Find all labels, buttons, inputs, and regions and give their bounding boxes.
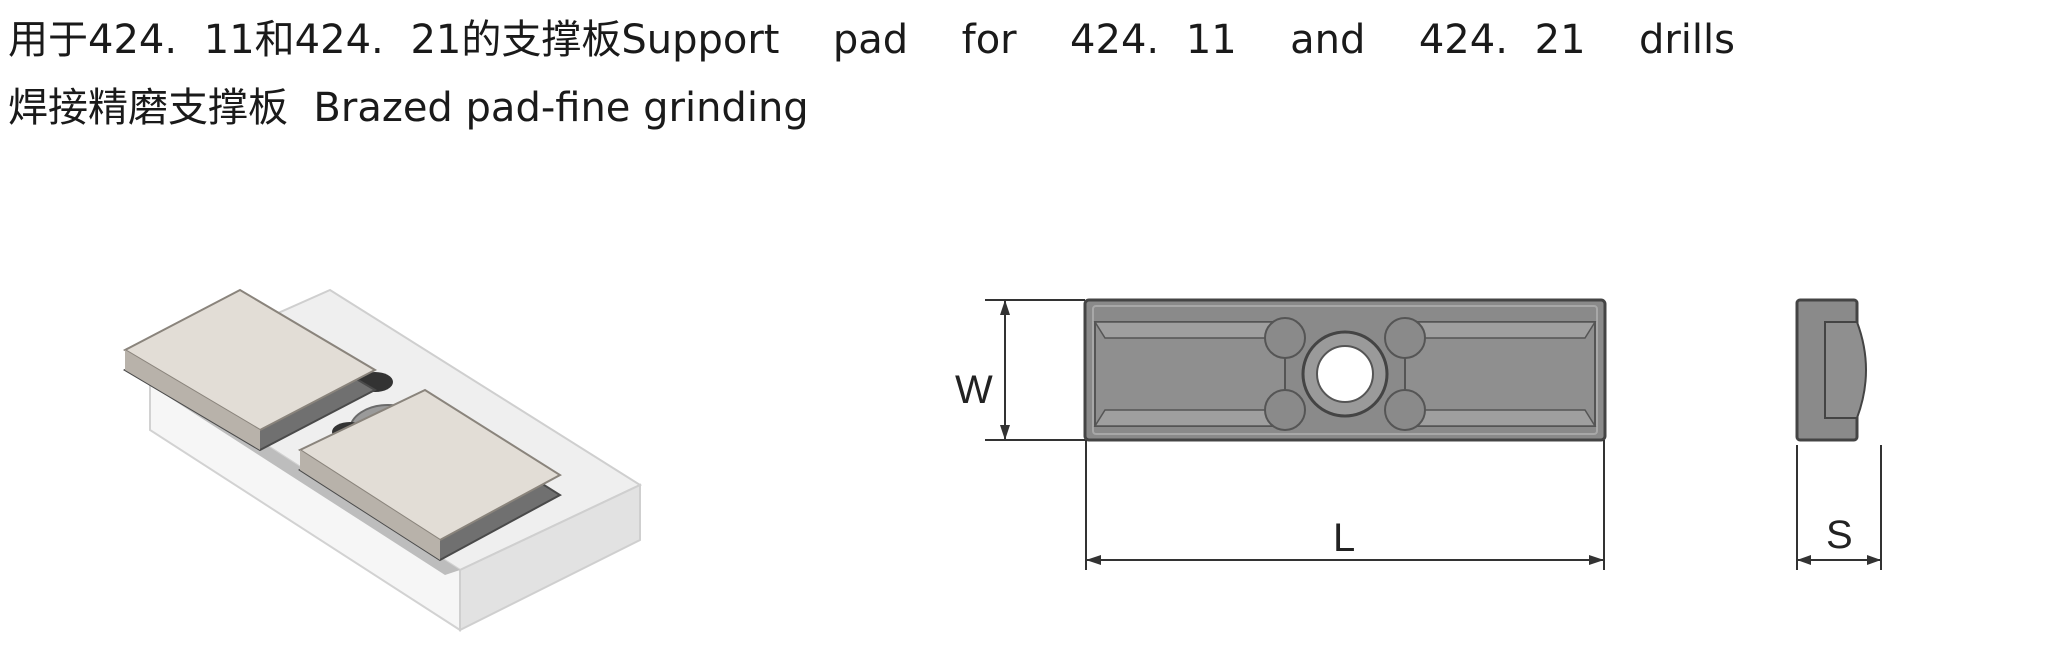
side-brazed-tip [1824,321,1867,419]
length-label: L [1333,516,1356,560]
back-pad-tip-edge [125,350,260,450]
thickness-dimension [1796,445,1882,570]
back-pad-tip [122,288,378,432]
front-pad-tip [297,388,562,542]
thickness-label: S [1826,513,1853,557]
mounting-hole-bore [1316,345,1374,403]
right-brazed-tip [1403,321,1597,427]
width-label: W [955,368,993,412]
length-dimension [1085,440,1605,570]
title-line-2: 焊接精磨支撑板 Brazed pad-fine grinding [8,85,809,131]
recess-top-right [1384,317,1426,359]
title-line-1: 用于424. 11和424. 21的支撑板Support pad for 424… [8,17,1735,63]
front-pad-tip-edge [300,450,440,560]
front-view [1083,298,1607,442]
side-view [1795,298,1867,442]
recess-bottom-right [1384,389,1426,431]
recess-bottom-left [1264,389,1306,431]
recess-top-left [1264,317,1306,359]
left-brazed-tip [1093,321,1287,427]
isometric-view [122,288,643,632]
carrier-side-face [459,483,641,632]
width-dimension [985,299,1085,441]
